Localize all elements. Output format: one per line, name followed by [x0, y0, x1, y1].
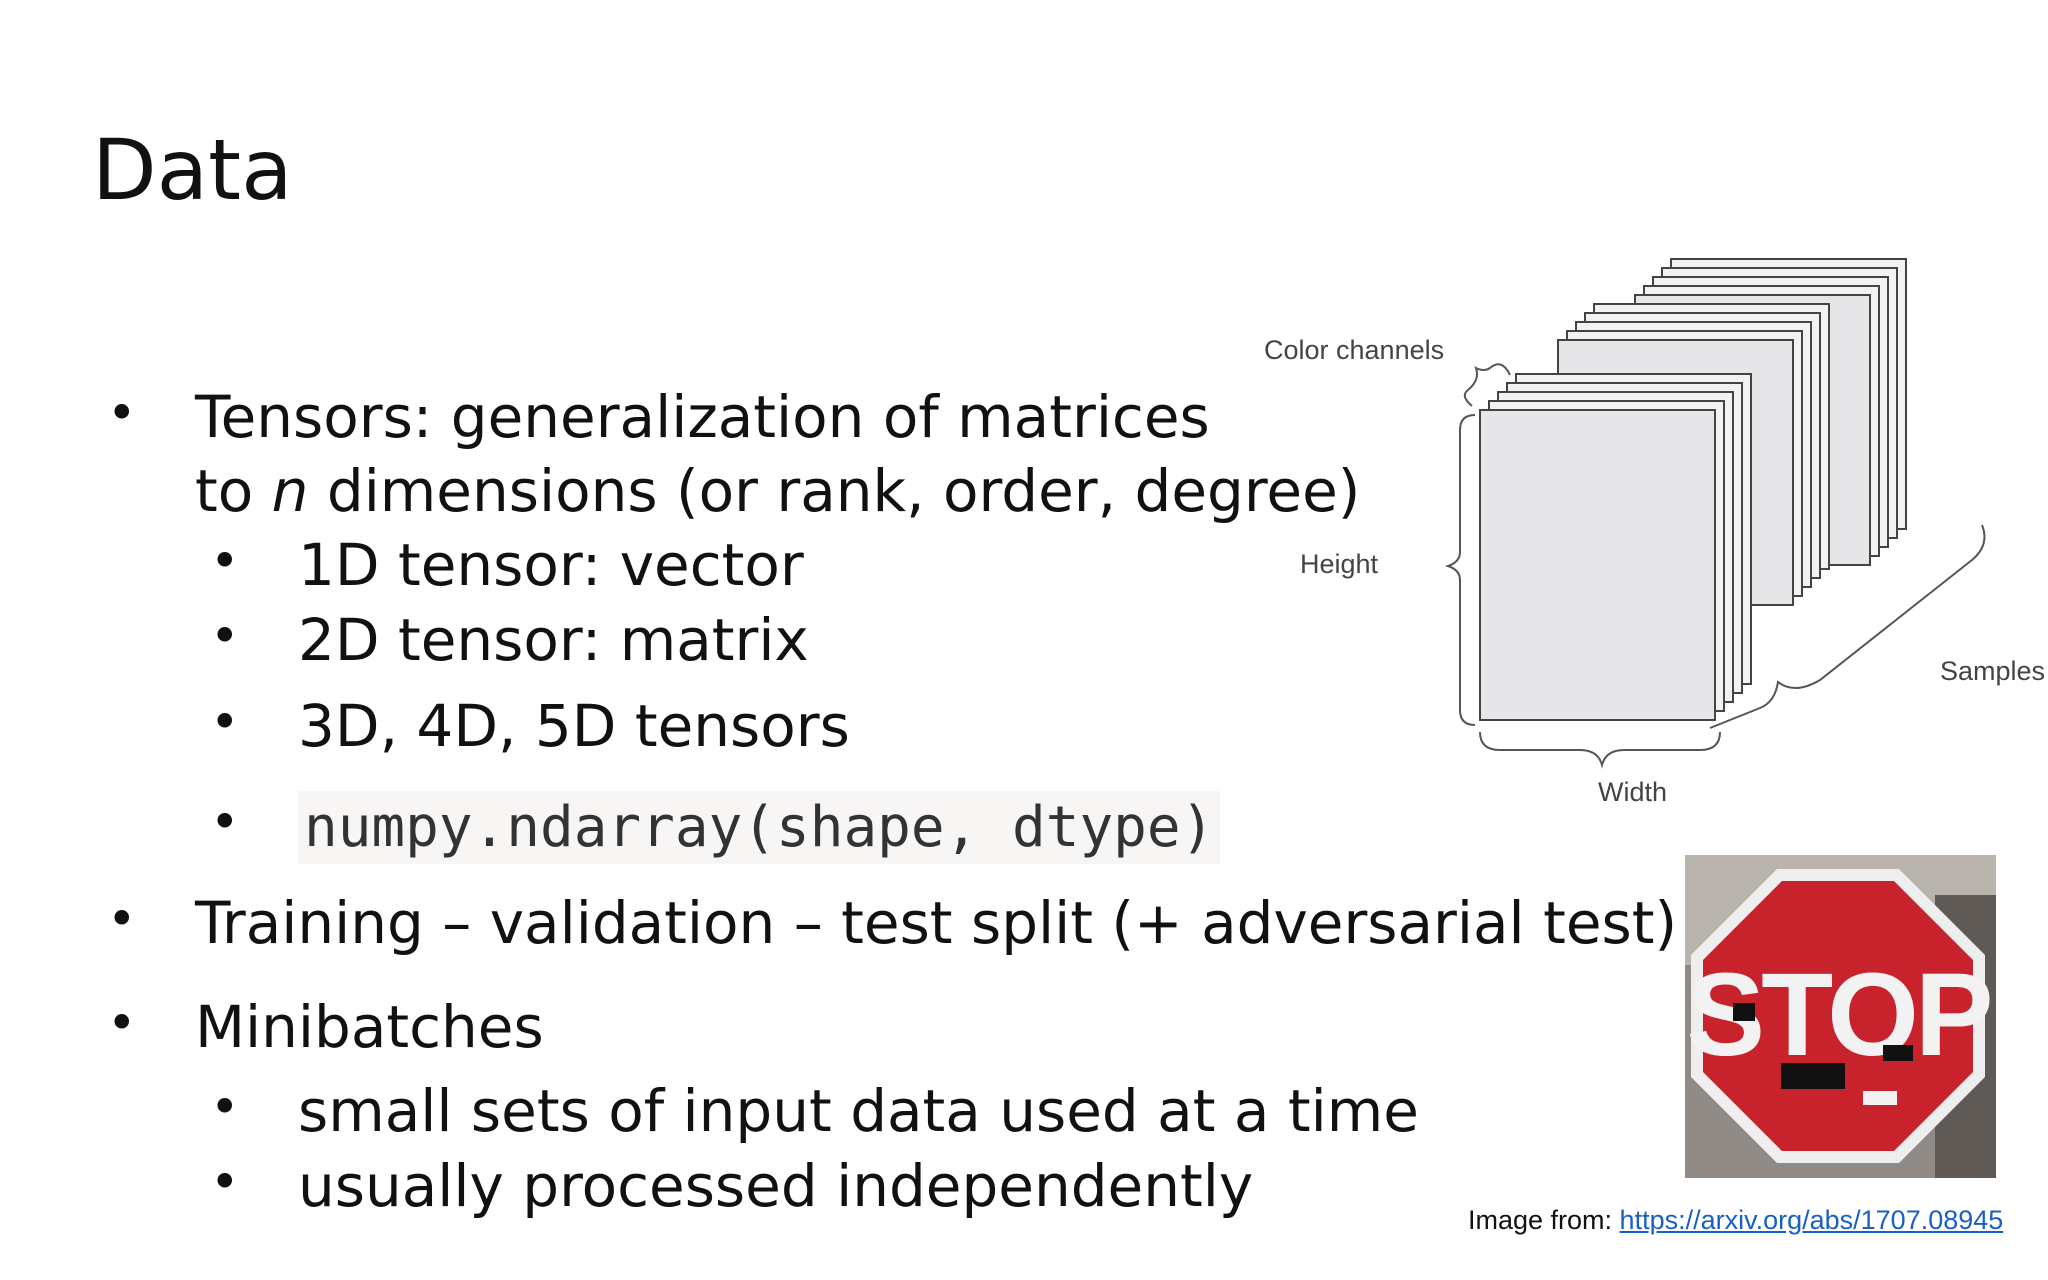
sticker-2 — [1781, 1063, 1845, 1089]
image-credit-link[interactable]: https://arxiv.org/abs/1707.08945 — [1619, 1205, 2004, 1235]
sticker-1 — [1733, 1003, 1755, 1021]
bullet-dot: • — [210, 693, 240, 751]
width-brace — [1479, 731, 1721, 769]
channels-brace — [1463, 363, 1511, 407]
sub-bullet-independent-text: usually processed independently — [298, 1152, 1254, 1220]
tensor-slab-2-0 — [1479, 409, 1716, 721]
bullet-dot: • — [107, 890, 137, 948]
bullet-dot: • — [210, 607, 240, 665]
sticker-3 — [1883, 1045, 1913, 1061]
bullet-tensors-line2-post: dimensions (or rank, order, degree) — [308, 457, 1361, 525]
bullet-tensors-line2-pre: to — [195, 457, 272, 525]
bullet-dot: • — [210, 1078, 240, 1136]
bullet-minibatches-text: Minibatches — [195, 993, 544, 1061]
bullet-dot: • — [107, 994, 137, 1052]
stop-sign-image: STOP — [1685, 855, 1996, 1178]
bullet-tensors-line2-italic: n — [271, 457, 309, 525]
sub-bullet-small-sets: • small sets of input data used at a tim… — [210, 1082, 1419, 1140]
bullet-tensors: • Tensors: generalization of matrices — [107, 388, 1210, 446]
slide-title: Data — [92, 121, 293, 219]
bullet-split: • Training – validation – test split (+ … — [107, 894, 1677, 952]
bullet-dot: • — [210, 793, 240, 851]
stop-sign-text: STOP — [1686, 949, 1989, 1081]
image-credit-prefix: Image from: — [1468, 1205, 1620, 1235]
bullet-minibatches: • Minibatches — [107, 998, 544, 1056]
numpy-code: numpy.ndarray(shape, dtype) — [298, 791, 1221, 864]
tensor-diagram: Color channels Height Width Samples — [1264, 258, 2045, 807]
sub-bullet-3d-text: 3D, 4D, 5D tensors — [298, 692, 850, 760]
sub-bullet-3d: • 3D, 4D, 5D tensors — [210, 697, 850, 755]
bullet-tensors-line1: Tensors: generalization of matrices — [195, 383, 1210, 451]
sub-bullet-2d-text: 2D tensor: matrix — [298, 606, 809, 674]
sub-bullet-1d-text: 1D tensor: vector — [298, 531, 804, 599]
sub-bullet-independent: • usually processed independently — [210, 1157, 1253, 1215]
bullet-dot: • — [107, 384, 137, 442]
bullet-dot: • — [210, 532, 240, 590]
bullet-dot: • — [210, 1153, 240, 1211]
sub-bullet-numpy: • numpy.ndarray(shape, dtype) — [210, 791, 1221, 864]
bullet-tensors-line2: to n dimensions (or rank, order, degree) — [195, 462, 1360, 520]
sticker-4 — [1863, 1091, 1897, 1105]
width-label: Width — [1598, 777, 1667, 807]
height-label: Height — [1300, 549, 1379, 579]
height-brace — [1444, 414, 1476, 726]
samples-brace — [1709, 524, 1986, 729]
sub-bullet-2d: • 2D tensor: matrix — [210, 611, 809, 669]
stop-sign-face — [1703, 881, 1973, 1151]
tensor-stacks — [1479, 258, 1907, 721]
image-credit: Image from: https://arxiv.org/abs/1707.0… — [1468, 1205, 2003, 1236]
sub-bullet-1d: • 1D tensor: vector — [210, 536, 804, 594]
bullet-split-text: Training – validation – test split (+ ad… — [195, 889, 1678, 957]
samples-label: Samples — [1940, 656, 2045, 686]
color-channels-label: Color channels — [1264, 335, 1444, 365]
sub-bullet-small-sets-text: small sets of input data used at a time — [298, 1077, 1419, 1145]
